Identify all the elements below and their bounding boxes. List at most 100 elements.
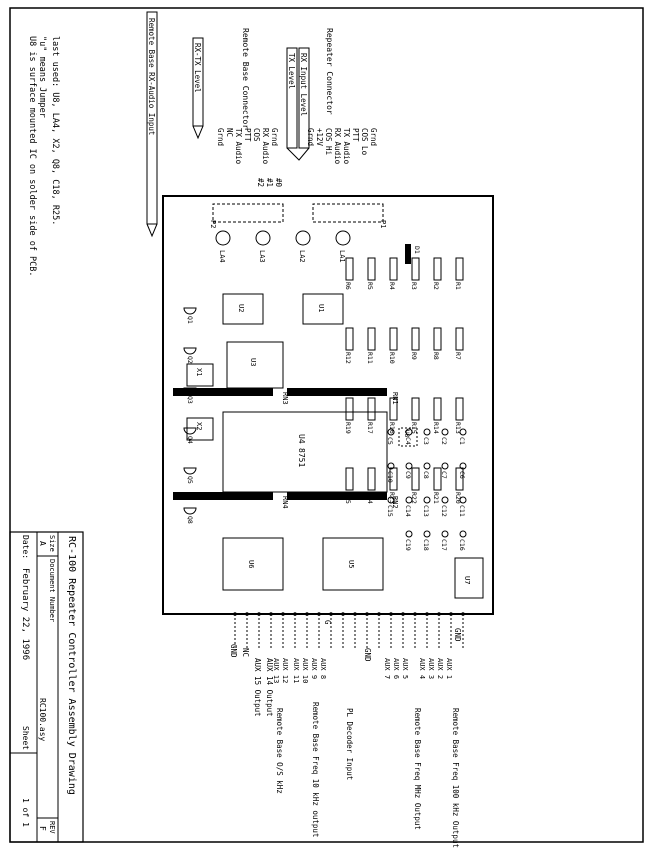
output-pad: [305, 612, 309, 616]
resistor-label: R22: [410, 492, 418, 504]
resistor: [411, 257, 420, 281]
capacitor-label: C8: [422, 471, 430, 479]
svg-text:X1: X1: [195, 368, 203, 376]
ic-u6: U6: [222, 537, 284, 591]
capacitor-label: C15: [386, 505, 394, 517]
resistor: [433, 257, 442, 281]
resistor: [389, 257, 398, 281]
resistor-label: R10: [388, 352, 396, 364]
capacitor: [441, 462, 449, 470]
aux-label: AUX 3: [427, 658, 435, 679]
output-pad: [269, 612, 273, 616]
capacitor-label: C6: [458, 471, 466, 479]
capacitor: [459, 530, 467, 538]
resistor: [367, 397, 376, 421]
resistor-label: R16: [388, 422, 396, 434]
lamp-led: [335, 230, 351, 246]
sheet-label: Sheet: [21, 726, 30, 750]
resistor: [433, 397, 442, 421]
transistor-label: Q4: [186, 436, 194, 444]
rx-tx-level-label: RX-TX Level: [193, 43, 202, 93]
transistor-label: Q1: [186, 316, 194, 324]
resistor-label: R15: [410, 422, 418, 434]
remote-base-pin: PTT: [243, 128, 252, 142]
capacitor-label: C9: [404, 471, 412, 479]
connector-p1: [312, 203, 384, 223]
lamp-led: [215, 230, 231, 246]
transistor: [183, 507, 197, 515]
capacitor-label: C7: [440, 471, 448, 479]
svg-text:RN3: RN3: [281, 392, 289, 405]
crystal-x2: X2: [186, 417, 214, 441]
resistor: [345, 257, 354, 281]
output-pad: [329, 612, 333, 616]
remote-base-pin: Grnd: [216, 128, 225, 146]
repeater-title: Repeater Connector: [325, 28, 334, 115]
note-2: "u" means Jumper: [37, 36, 47, 118]
remote-base-rx-audio-label: Remote Base RX-Audio Input: [147, 18, 156, 135]
rb-10khz-label: Remote Base Freq 10 kHz output: [311, 702, 320, 837]
date-value: February 22, 1996: [20, 568, 30, 660]
capacitor-label: C17: [440, 539, 448, 551]
capacitor-label: C16: [458, 539, 466, 551]
capacitor: [387, 462, 395, 470]
output-pad: [281, 612, 285, 616]
capacitor: [441, 530, 449, 538]
aux-label: AUX 13: [272, 658, 280, 683]
output-pad: [341, 612, 345, 616]
output-pad: [377, 612, 381, 616]
resistor-label: R23: [388, 492, 396, 504]
rotated-layout: RC-100 Repeater Controller Assembly Draw…: [9, 11, 494, 848]
title-text: RC-100 Repeater Controller Assembly Draw…: [66, 536, 77, 795]
remote-base-pin-extra: #0: [274, 178, 283, 188]
transistor-label: Q5: [186, 476, 194, 484]
capacitor-label: C5: [386, 437, 394, 445]
capacitor: [441, 496, 449, 504]
remote-base-pin: RX Audio: [261, 128, 270, 165]
resistor: [455, 397, 464, 421]
output-pad: [413, 612, 417, 616]
repeater-pin: TX Audio: [342, 128, 351, 165]
transistor-label: Q8: [186, 516, 194, 524]
output-pad: [401, 612, 405, 616]
aux14-label: AUX 14 Output: [265, 658, 274, 717]
svg-text:U1: U1: [317, 304, 325, 312]
transistor: [183, 387, 197, 395]
svg-text:U2: U2: [237, 304, 245, 312]
capacitor: [387, 496, 395, 504]
resistor-label: R9: [410, 352, 418, 360]
svg-text:U7: U7: [463, 576, 471, 584]
aux-label: AUX 4: [418, 658, 426, 679]
passives: R1R2R3R4R5R6R7R8R9R10R11R12R13R14R15R16R…: [183, 244, 467, 551]
remote-base-pin: Grnd: [270, 128, 279, 146]
rn-strips: RN1 RN3 RN2 RN4: [173, 388, 399, 509]
resistor: [455, 467, 464, 491]
resistor-label: R7: [454, 352, 462, 360]
ic-u5: U5: [322, 537, 384, 591]
ic-u2: U2: [222, 293, 264, 325]
svg-text:RN2: RN2: [391, 496, 399, 509]
capacitor-label: C13: [422, 505, 430, 517]
capacitor: [405, 530, 413, 538]
resistor-label: R24: [366, 492, 374, 504]
sheet-border: [9, 7, 644, 843]
svg-text:RN4: RN4: [281, 496, 289, 509]
rb-mhz-label: Remote Base Freq MHz Output: [413, 708, 422, 830]
capacitor: [405, 462, 413, 470]
ic-u3: U3: [226, 341, 284, 389]
lamp-label: LA2: [298, 250, 306, 263]
resistor-label: R4: [388, 282, 396, 290]
ic-u1: U1: [302, 293, 344, 325]
capacitor: [441, 428, 449, 436]
lamp-label: LA3: [258, 250, 266, 263]
resistor-label: R1: [454, 282, 462, 290]
lamp-led: [295, 230, 311, 246]
resistor-label: R8: [432, 352, 440, 360]
resistor-label: R5: [366, 282, 374, 290]
aux-label: AUX 7: [383, 658, 391, 679]
aux-label: AUX 9: [310, 658, 318, 679]
capacitor-label: C1: [458, 437, 466, 445]
